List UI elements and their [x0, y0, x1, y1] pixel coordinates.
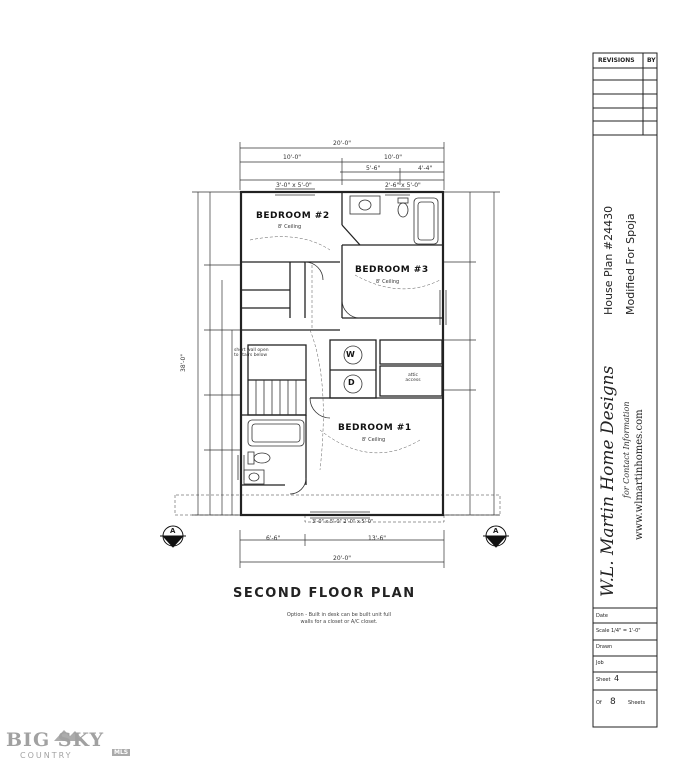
- sheet-label: Sheet: [596, 677, 611, 683]
- section-mark-left-label: A: [170, 527, 176, 535]
- plan-note-line-1: Option - Built in desk can be built unit…: [286, 612, 392, 618]
- dim-overall-top: 20'-0": [333, 140, 352, 147]
- section-marker-left: [160, 525, 186, 548]
- scale-label: Scale: [596, 628, 610, 634]
- dim-window-1: 3'-0" x 5'-0": [276, 182, 312, 189]
- drawn-label: Drawn: [596, 644, 613, 650]
- of-value: 8: [610, 697, 616, 707]
- sheet-value: 4: [614, 674, 620, 683]
- dim-right-half: 10'-0": [384, 154, 403, 161]
- room-label-washer: W: [346, 350, 356, 359]
- dim-windows-bottom: 3'-0" x 5'-0" 2'-0" x 5'-0": [312, 519, 374, 525]
- job-label: Job: [596, 660, 604, 666]
- room-label-bedroom-2: BEDROOM #2: [256, 211, 330, 221]
- revisions-label: REVISIONS: [598, 57, 635, 64]
- room-label-bedroom-1: BEDROOM #1: [338, 423, 412, 433]
- section-mark-right-label: A: [493, 527, 499, 535]
- website-link[interactable]: www.wlmartinhomes.com: [634, 409, 645, 540]
- watermark-line-1: BIG SKY: [6, 729, 105, 751]
- sheets-label: Sheets: [628, 700, 646, 706]
- company-name: W.L. Martin Home Designs: [598, 365, 618, 597]
- ceiling-bedroom-3: 8' Ceiling: [376, 279, 400, 285]
- plan-title: SECOND FLOOR PLAN: [233, 586, 416, 601]
- modified-for: Modified For Spoja: [624, 213, 637, 315]
- dim-window-2: 2'-6" x 5'-0": [385, 182, 421, 189]
- scale-value: 1/4" = 1'-0": [611, 628, 641, 634]
- stair-note: short wall open to stairs below: [234, 348, 269, 358]
- dim-5-6: 5'-6": [366, 165, 381, 172]
- section-marker-right: [483, 525, 509, 548]
- revisions-by-label: BY: [647, 57, 656, 64]
- dim-left-half: 10'-0": [283, 154, 302, 161]
- attic-access-label: attic access: [405, 373, 421, 383]
- ceiling-bedroom-2: 8' Ceiling: [278, 224, 302, 230]
- big-sky-country-logo: BIG SKY COUNTRY MLS: [6, 727, 132, 765]
- room-label-dryer: D: [348, 378, 356, 387]
- dim-4-4: 4'-4": [418, 165, 433, 172]
- plan-number: House Plan #24430: [602, 205, 615, 315]
- dim-overall-bottom: 20'-0": [333, 555, 352, 562]
- watermark-line-2: COUNTRY: [20, 751, 73, 760]
- mls-badge: MLS: [112, 749, 131, 756]
- contact-info: for Contact Information: [622, 401, 631, 498]
- room-label-bedroom-3: BEDROOM #3: [355, 265, 429, 275]
- date-label: Date: [596, 613, 608, 619]
- ceiling-bedroom-1: 8' Ceiling: [362, 437, 386, 443]
- of-label: Of: [596, 700, 602, 706]
- dim-bottom-left: 6'-6": [266, 535, 281, 542]
- plan-note-line-2: walls for a closet or A/C closet.: [300, 619, 378, 625]
- dim-bottom-right: 13'-6": [368, 535, 387, 542]
- mountain-icon: [54, 730, 84, 741]
- plan-note: Option - Built in desk can be built unit…: [264, 612, 414, 626]
